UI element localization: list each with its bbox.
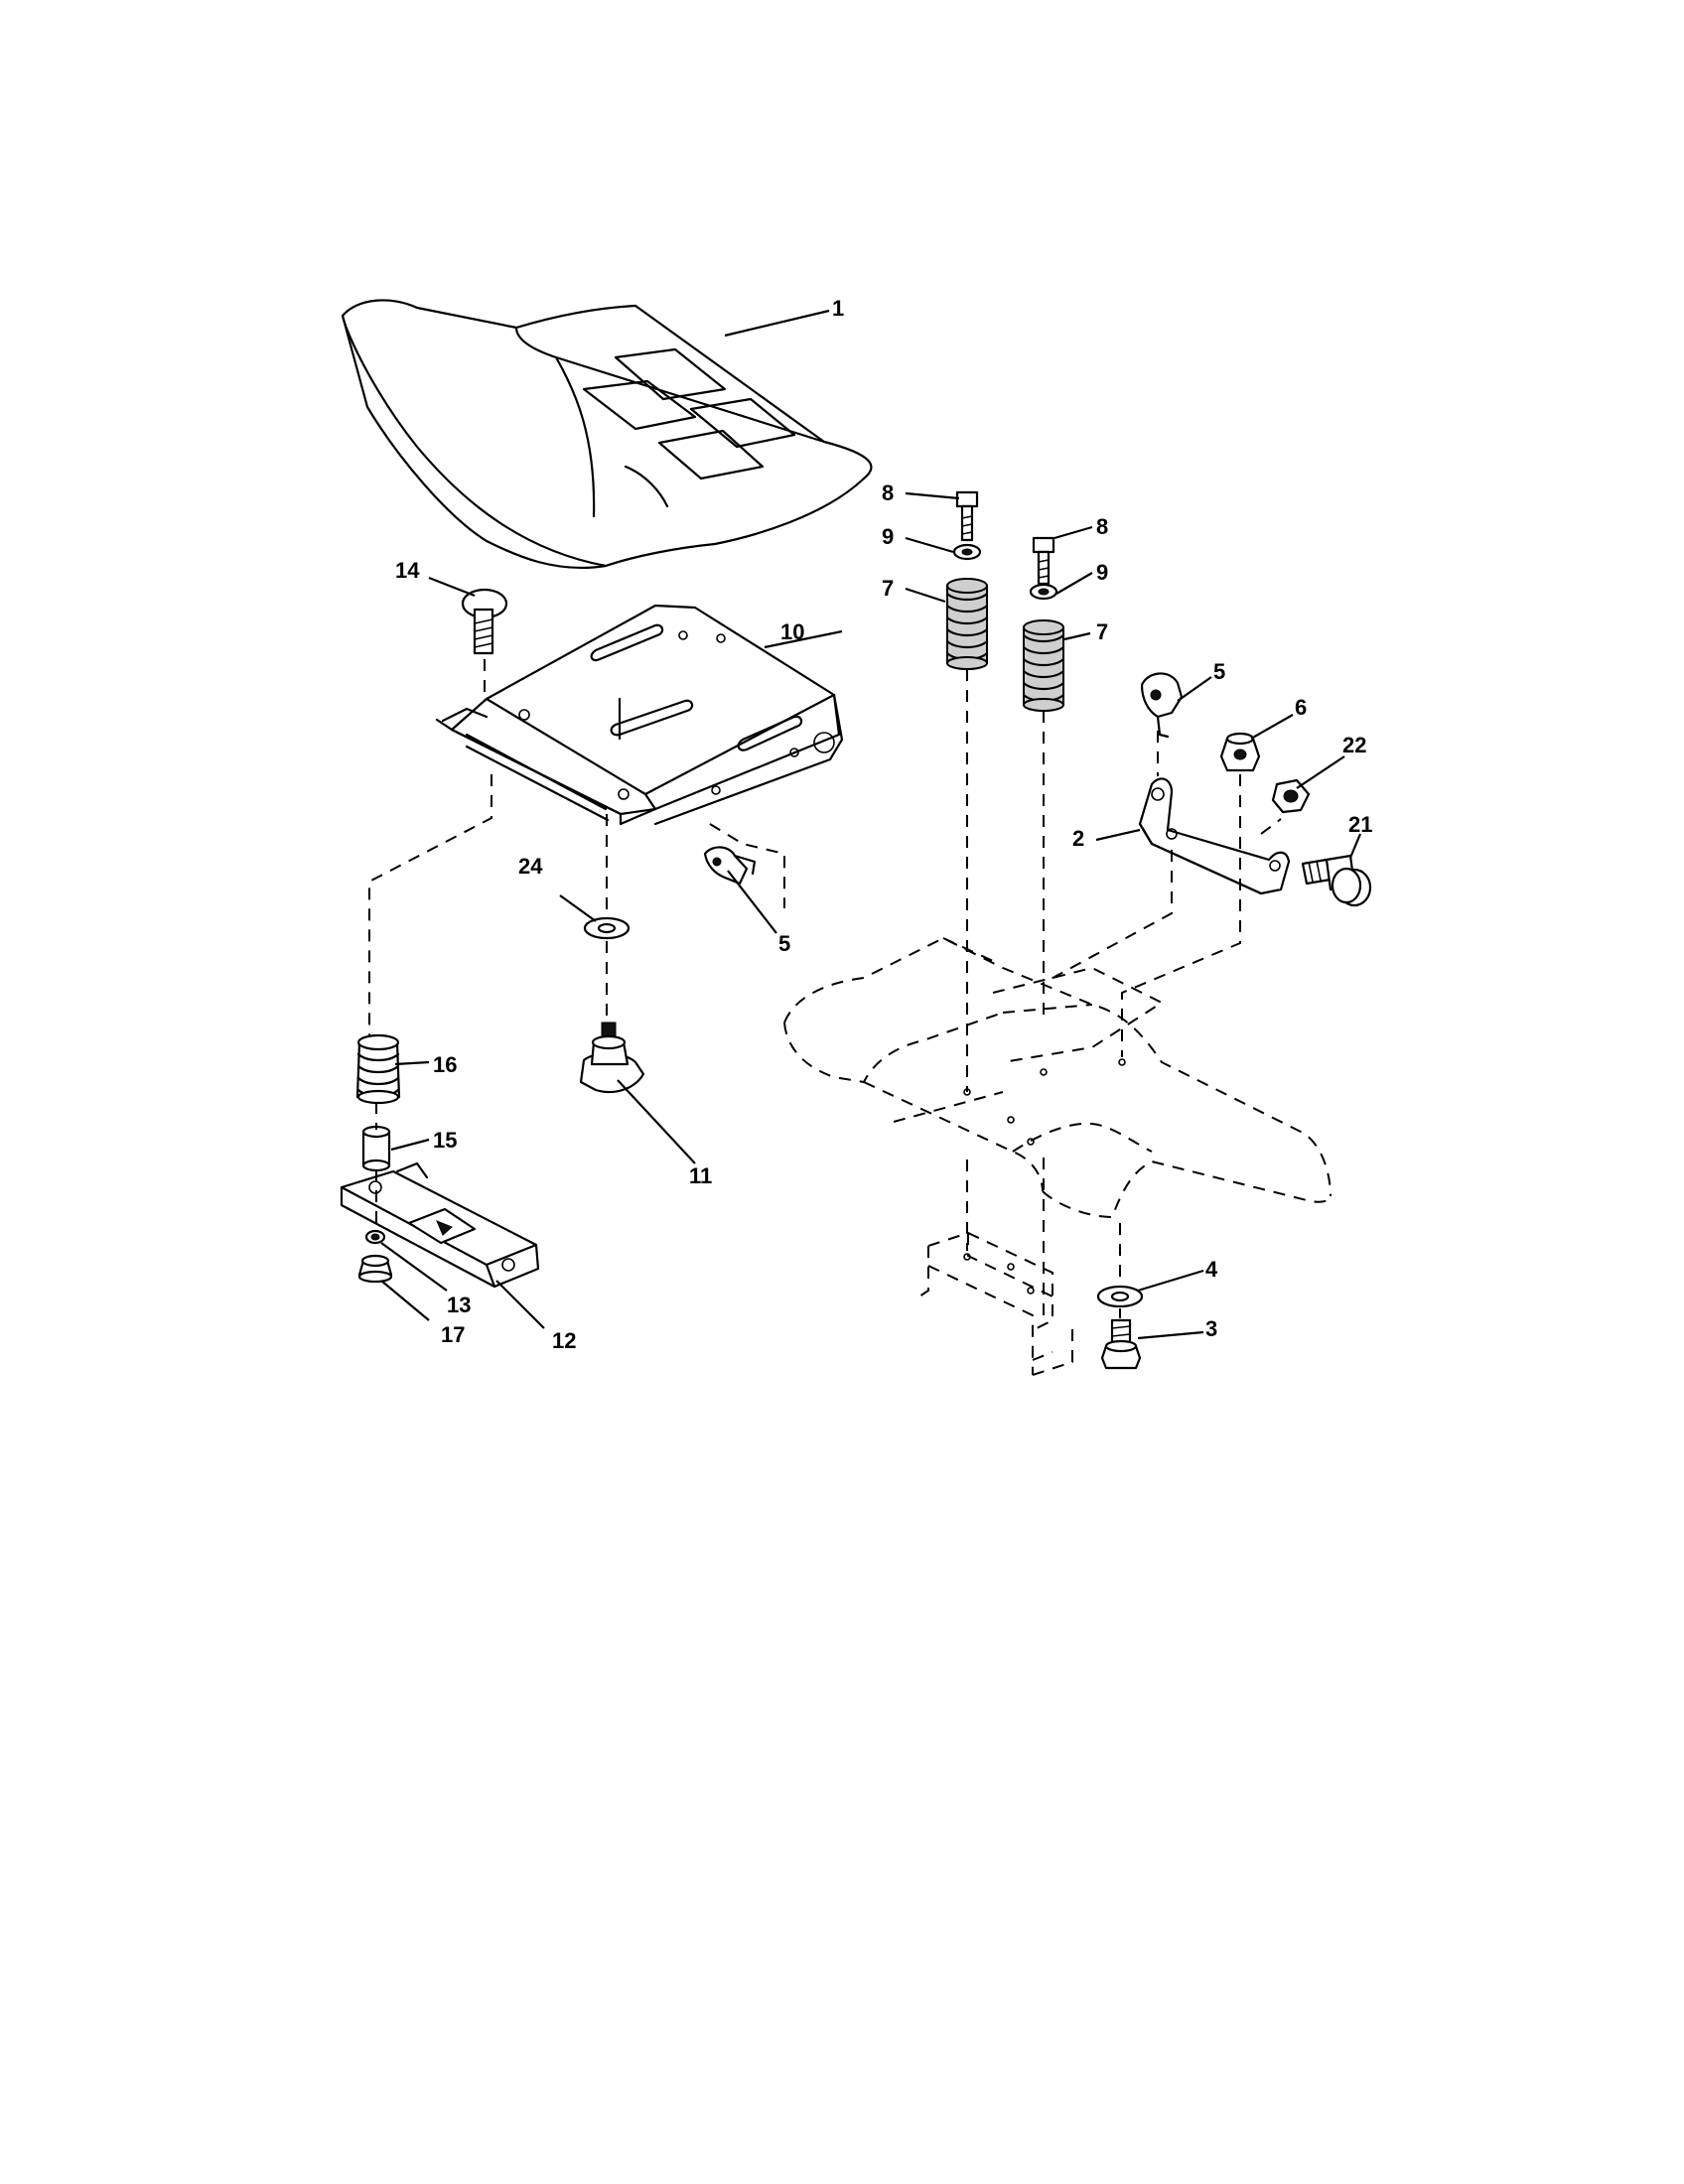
leader-lines	[380, 309, 1362, 1340]
callout-5-left: 5	[778, 931, 790, 956]
bolt-8-right	[1032, 536, 1055, 586]
callout-4: 4	[1205, 1257, 1218, 1282]
washer-9-right	[1029, 583, 1058, 601]
callout-15: 15	[433, 1128, 457, 1153]
callout-labels: 1 14 10 24 5 16 15 11 13 17 12 8 9 7 8 9…	[395, 296, 1372, 1353]
seat	[341, 299, 873, 570]
tractor-frame-outline	[783, 936, 1332, 1376]
adjustment-knob	[579, 1022, 645, 1094]
callout-6: 6	[1295, 695, 1307, 720]
callout-9-left: 9	[882, 524, 894, 549]
callout-3: 3	[1205, 1316, 1217, 1341]
washer-4	[1096, 1285, 1144, 1308]
callout-8-left: 8	[882, 480, 894, 505]
callout-9-right: 9	[1096, 560, 1108, 585]
callout-12: 12	[552, 1328, 576, 1353]
nut-13	[364, 1229, 386, 1245]
seat-bracket	[1138, 777, 1291, 895]
spring-7-right	[1022, 619, 1065, 712]
callout-2: 2	[1072, 826, 1084, 851]
callout-24: 24	[518, 854, 543, 879]
callout-1: 1	[832, 296, 844, 321]
clip-right	[1140, 672, 1184, 739]
spring-16	[355, 1033, 401, 1105]
washer-24	[583, 916, 631, 940]
spring-7-left	[945, 578, 989, 670]
callout-13: 13	[447, 1293, 471, 1317]
carriage-bolt	[461, 588, 508, 655]
callout-7-left: 7	[882, 576, 894, 601]
seat-pan	[435, 604, 844, 826]
assembly-centerlines	[368, 659, 1282, 1320]
bushing-15	[361, 1125, 391, 1172]
washer-9-left	[952, 543, 982, 561]
callout-22: 22	[1342, 733, 1366, 757]
bolt-8-left	[955, 490, 979, 542]
adjustment-plate	[340, 1161, 540, 1289]
clip-left	[703, 846, 757, 886]
flange-nut-17	[357, 1254, 393, 1284]
callout-7-right: 7	[1096, 619, 1108, 644]
callout-17: 17	[441, 1322, 465, 1347]
lock-nut-6	[1219, 732, 1261, 772]
shoulder-bolt-21	[1301, 854, 1372, 907]
nut-22	[1271, 778, 1311, 814]
callout-5-right: 5	[1213, 659, 1225, 684]
callout-11: 11	[689, 1163, 712, 1188]
bolt-3	[1100, 1318, 1142, 1370]
callout-21: 21	[1348, 812, 1372, 837]
callout-14: 14	[395, 558, 420, 583]
callout-10: 10	[780, 619, 804, 644]
callout-16: 16	[433, 1052, 457, 1077]
callout-8-right: 8	[1096, 514, 1108, 539]
